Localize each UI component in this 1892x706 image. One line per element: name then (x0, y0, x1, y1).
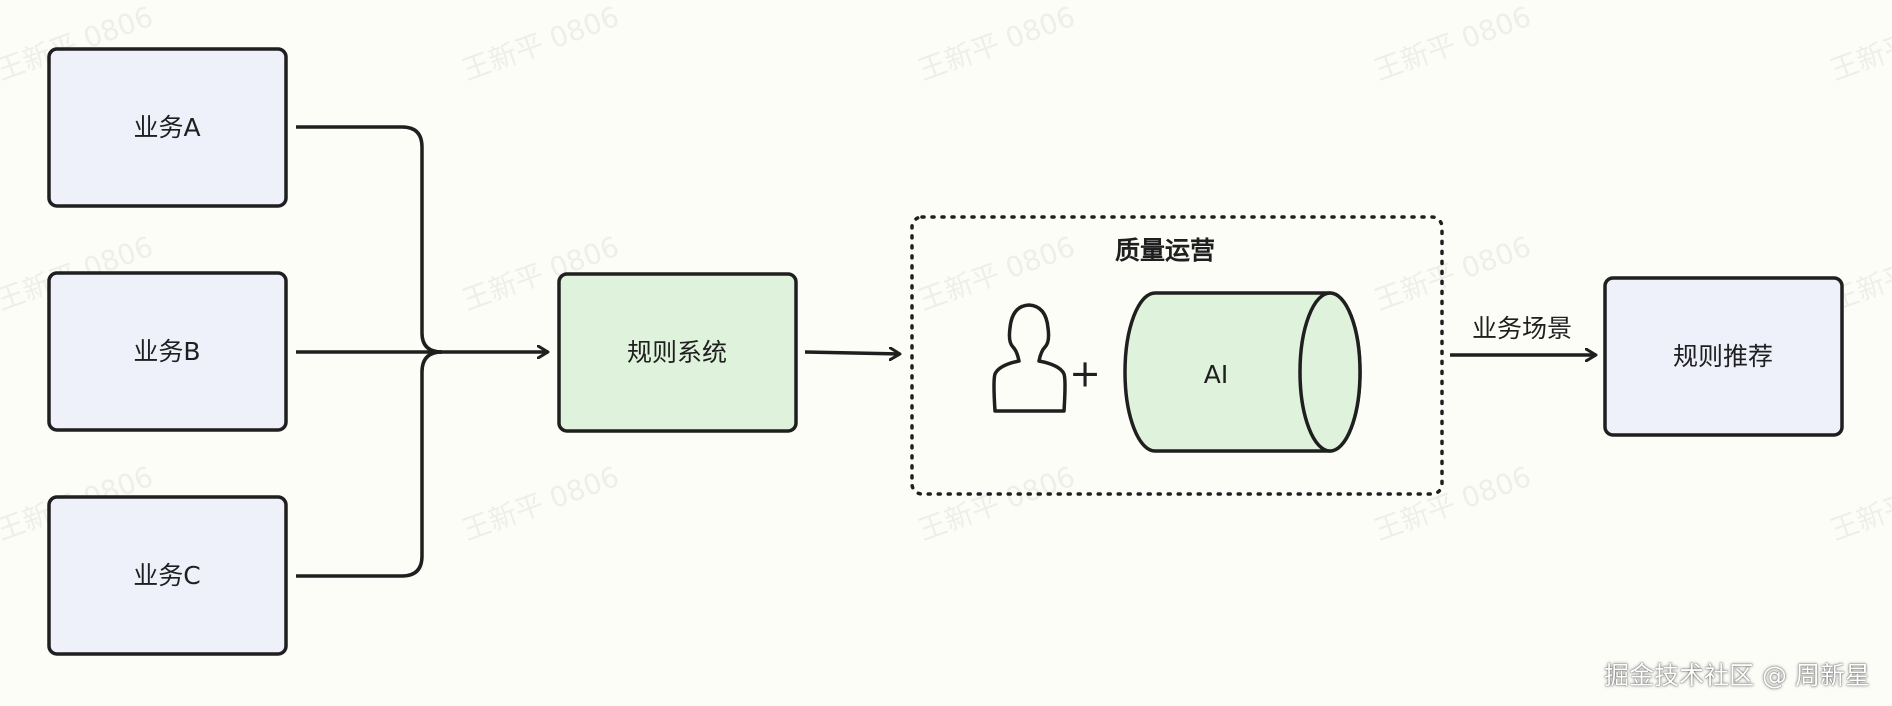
edge-business-c-to-rule-system (296, 350, 443, 578)
node-business-b: 业务B (47, 271, 288, 432)
node-business-c: 业务C (47, 495, 288, 656)
group-quality-ops-title: 质量运营 (1115, 236, 1215, 265)
node-business-a-label: 业务A (133, 113, 200, 142)
ai-cylinder-icon: AI (1123, 291, 1362, 453)
node-rule-recommend: 规则推荐 (1603, 276, 1844, 437)
edge-business-a-to-rule-system (296, 125, 443, 354)
node-business-c-label: 业务C (133, 561, 200, 590)
footer-source-label: 掘金技术社区 @ 周新星 (1604, 661, 1870, 690)
node-business-a: 业务A (47, 47, 288, 208)
person-icon (992, 303, 1067, 413)
ai-label: AI (1204, 360, 1228, 389)
plus-sign: + (1069, 352, 1101, 396)
group-quality-ops: 质量运营 + AI (910, 215, 1444, 496)
node-rule-system: 规则系统 (557, 272, 798, 433)
edge-rule-system-to-quality-ops (804, 352, 900, 354)
node-rule-system-label: 规则系统 (627, 338, 727, 367)
node-business-b-label: 业务B (133, 337, 200, 366)
edge-label-business-scene: 业务场景 (1472, 314, 1572, 343)
node-rule-recommend-label: 规则推荐 (1673, 342, 1773, 371)
